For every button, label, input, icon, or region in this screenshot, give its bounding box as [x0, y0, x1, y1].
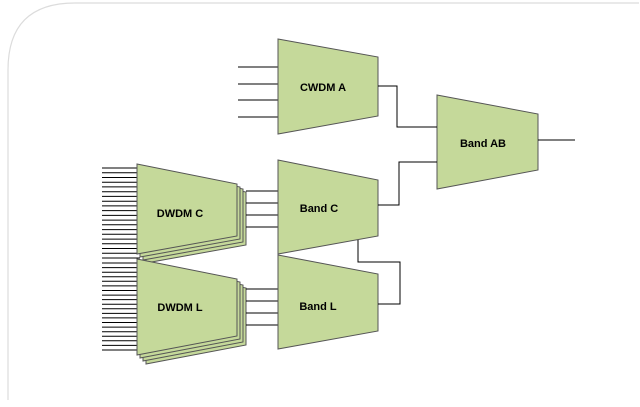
band-l-to-band-c	[357, 240, 401, 305]
cwdm-a-to-band-ab	[378, 85, 437, 128]
band-c-label: Band C	[300, 203, 339, 215]
dwdm-l-block: DWDM L	[136, 258, 247, 365]
band-l-label: Band L	[299, 301, 337, 313]
dwdm-c-label: DWDM C	[157, 208, 203, 220]
dwdm-l-input-lines	[102, 262, 140, 351]
cwdm-a-label: CWDM A	[300, 82, 346, 94]
dwdm-l-label: DWDM L	[157, 302, 202, 314]
band-l-block: Band L	[277, 254, 379, 350]
dwdm-c-block: DWDM C	[136, 163, 247, 264]
cwdm-a-block: CWDM A	[277, 38, 379, 135]
cwdm-a-input-lines	[238, 66, 278, 118]
band-c-block: Band C	[277, 159, 379, 255]
dwdm-c-to-band-c-lines	[246, 190, 278, 228]
dwdm-c-input-lines	[102, 167, 140, 259]
page-outline	[7, 2, 639, 400]
dwdm-l-to-band-l-lines	[246, 288, 278, 326]
stage-connectors	[357, 85, 575, 305]
band-ab-label: Band AB	[460, 138, 506, 150]
band-ab-block: Band AB	[436, 94, 539, 190]
band-c-to-band-ab	[378, 161, 437, 206]
